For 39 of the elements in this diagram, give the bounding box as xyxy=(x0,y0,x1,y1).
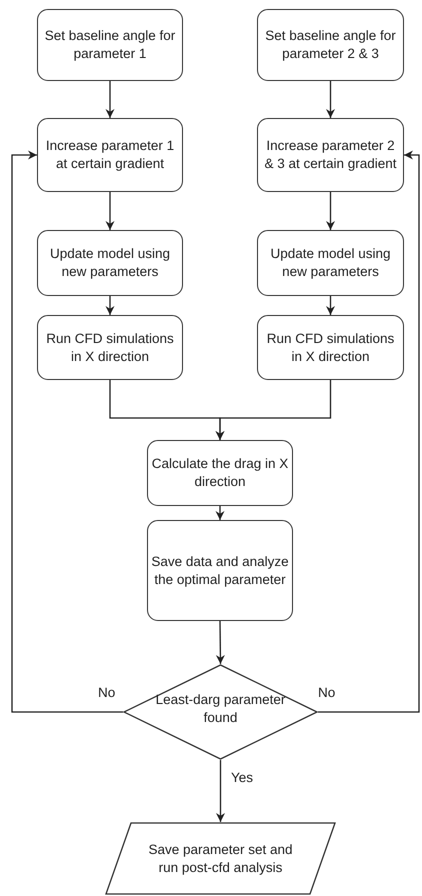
node-label: Increase parameter 1 at certain gradient xyxy=(44,137,176,173)
arrow xyxy=(106,296,114,315)
decision-diamond xyxy=(123,664,318,760)
edge-label: Yes xyxy=(229,770,256,785)
input-output-parallelogram xyxy=(105,822,336,895)
node-label: Least-darg parameter found xyxy=(154,691,286,727)
node-label: Run CFD simulations in X direction xyxy=(45,330,175,366)
node-label: Update model using new parameters xyxy=(48,245,172,281)
process-box xyxy=(257,230,404,296)
node-label: Update model using new parameters xyxy=(269,245,392,281)
node-label: Set baseline angle for parameter 1 xyxy=(44,27,176,63)
process-box xyxy=(37,9,183,81)
node-label: Set baseline angle for parameter 2 & 3 xyxy=(264,27,397,63)
process-box xyxy=(37,118,183,192)
process-box xyxy=(257,315,404,380)
edge-label: No xyxy=(316,685,338,700)
process-box xyxy=(257,9,404,81)
arrow xyxy=(216,506,224,520)
node-label: Increase parameter 2 & 3 at certain gradient xyxy=(263,137,398,173)
arrow xyxy=(326,192,335,230)
process-box xyxy=(37,315,183,380)
arrow xyxy=(216,621,225,664)
arrow xyxy=(216,380,332,440)
process-box xyxy=(257,118,404,192)
node-label: Run CFD simulations in X direction xyxy=(266,330,396,366)
node-label: Save data and analyze the optimal parameter xyxy=(150,552,290,588)
node-label: Save parameter set and run post-cfd analysis xyxy=(147,840,294,876)
edge-label: No xyxy=(96,685,118,700)
arrow xyxy=(106,192,114,230)
process-box xyxy=(147,440,293,506)
arrow xyxy=(216,760,225,822)
arrow xyxy=(318,150,420,713)
arrow xyxy=(106,81,114,118)
process-box xyxy=(147,520,293,621)
arrow xyxy=(326,81,335,118)
process-box xyxy=(37,230,183,296)
node-label: Calculate the drag in X direction xyxy=(150,455,290,491)
arrow xyxy=(326,296,335,315)
arrow xyxy=(11,150,123,713)
